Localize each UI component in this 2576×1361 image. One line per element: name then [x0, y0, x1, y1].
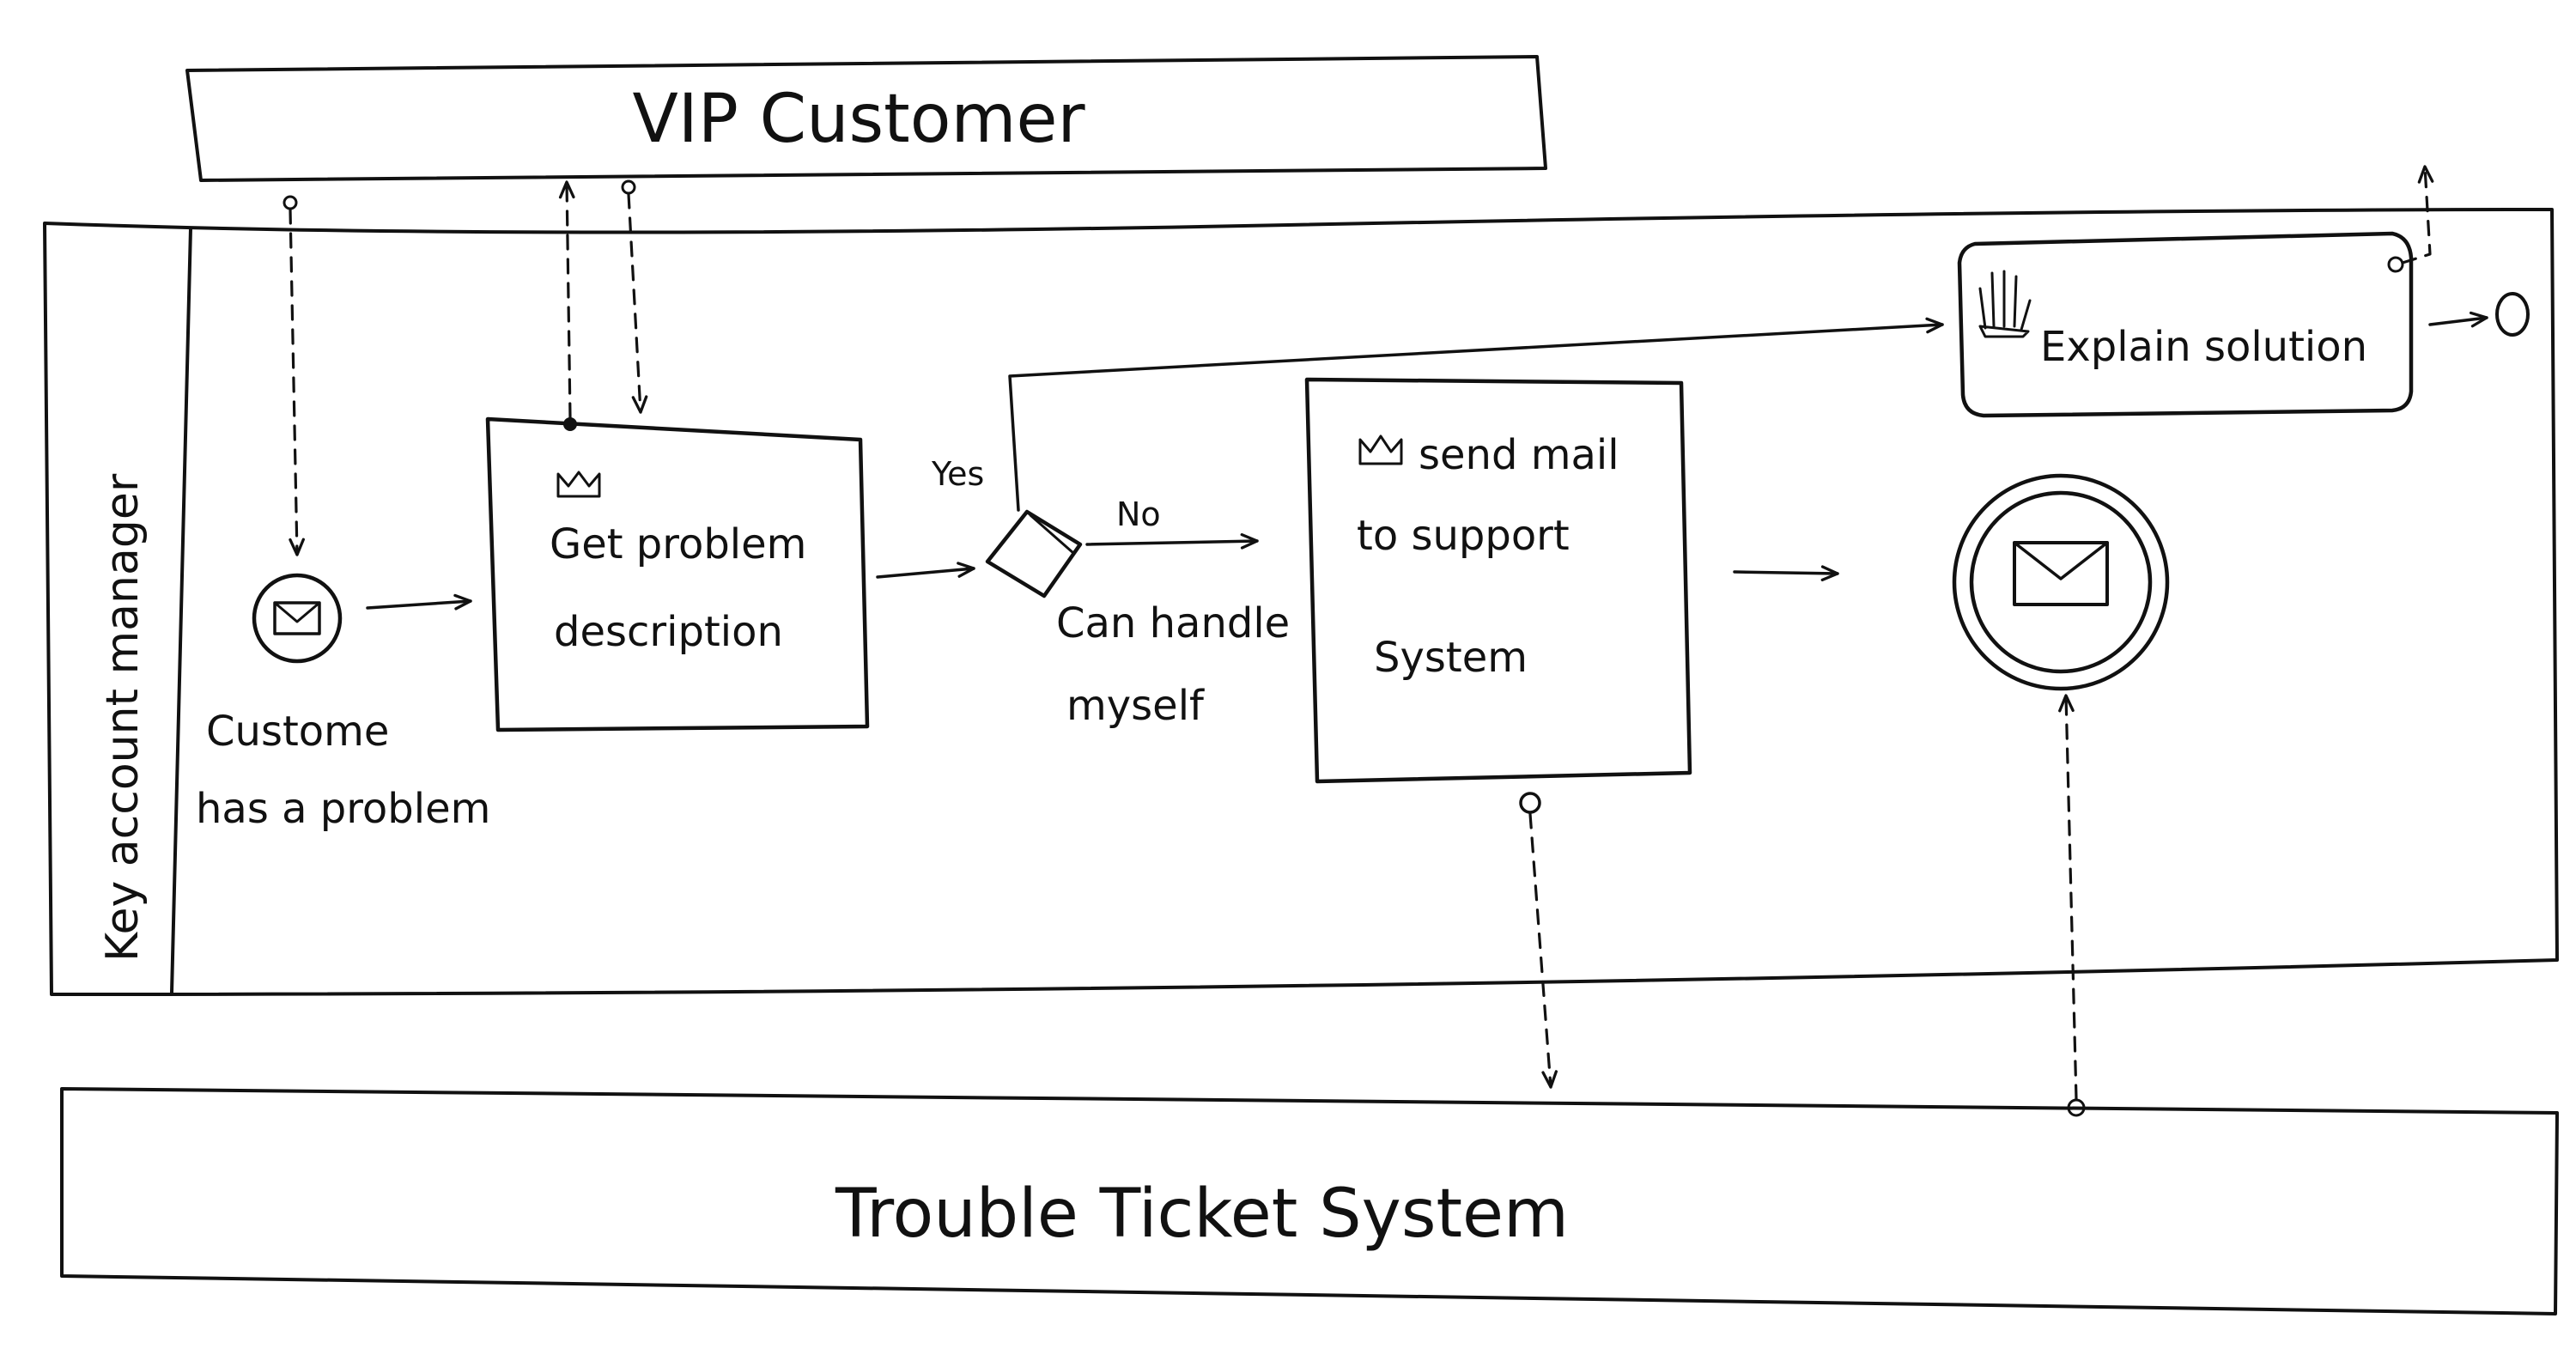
task-send-mail-label-line3: System: [1374, 634, 1528, 682]
msg-system-to-event: [2058, 694, 2078, 1101]
gateway-label-line1: Can handle: [1056, 599, 1290, 647]
msg-send-mail-to-system: [1528, 812, 1558, 1089]
msg-explain-to-vip: [2401, 165, 2434, 264]
sequence-flows: [366, 311, 2488, 611]
gateway-no-label: No: [1116, 495, 1161, 533]
flow-start-to-get-problem: [366, 593, 472, 611]
flow-send-mail-to-event: [1733, 565, 1839, 582]
gateway-yes-label: Yes: [931, 455, 984, 493]
gateway-can-handle-myself[interactable]: [985, 509, 1083, 598]
pool-trouble-ticket-system-label: Trouble Ticket System: [835, 1176, 1569, 1253]
intermediate-message-event[interactable]: [1952, 473, 2170, 691]
task-get-problem-label-line2: description: [554, 608, 783, 656]
msg-vip-to-start: [289, 208, 305, 556]
pool-vip-customer: VIP Customer: [185, 55, 1547, 182]
crown-icon: [556, 471, 601, 498]
msg-vip-to-task: [627, 192, 648, 414]
task-explain-solution[interactable]: Explain solution: [1957, 231, 2414, 418]
flow-explain-to-end: [2428, 311, 2488, 328]
gateway-label-line2: myself: [1066, 682, 1205, 730]
pool-key-account-manager: Key account manager: [43, 208, 2559, 996]
pool-trouble-ticket-system: Trouble Ticket System: [60, 1087, 2559, 1315]
envelope-icon: [2013, 541, 2109, 606]
envelope-icon: [273, 601, 321, 635]
task-send-mail-label-line1: send mail: [1419, 431, 1619, 479]
flow-gateway-yes-to-explain: [1008, 317, 1944, 512]
pool-vip-customer-label: VIP Customer: [632, 81, 1085, 158]
start-event-label-line2: has a problem: [196, 785, 490, 833]
task-send-mail-label-line2: to support: [1357, 512, 1570, 560]
task-get-problem-description[interactable]: Get problem description: [485, 416, 870, 732]
msg-task-to-vip: [558, 180, 575, 419]
task-get-problem-label-line1: Get problem: [550, 520, 806, 568]
end-event[interactable]: [2495, 292, 2530, 337]
start-event[interactable]: [252, 573, 343, 664]
pool-key-account-manager-label: Key account manager: [97, 473, 149, 962]
start-event-label-line1: Custome: [206, 708, 389, 756]
crown-icon: [1358, 434, 1403, 465]
task-send-mail[interactable]: send mail to support System: [1304, 377, 1692, 784]
task-explain-solution-label: Explain solution: [2040, 323, 2367, 371]
flow-gateway-no-to-send-mail: [1085, 533, 1259, 550]
message-flows: [283, 165, 2434, 1117]
hand-icon: [1978, 270, 2032, 338]
flow-get-problem-to-gateway: [876, 562, 975, 579]
